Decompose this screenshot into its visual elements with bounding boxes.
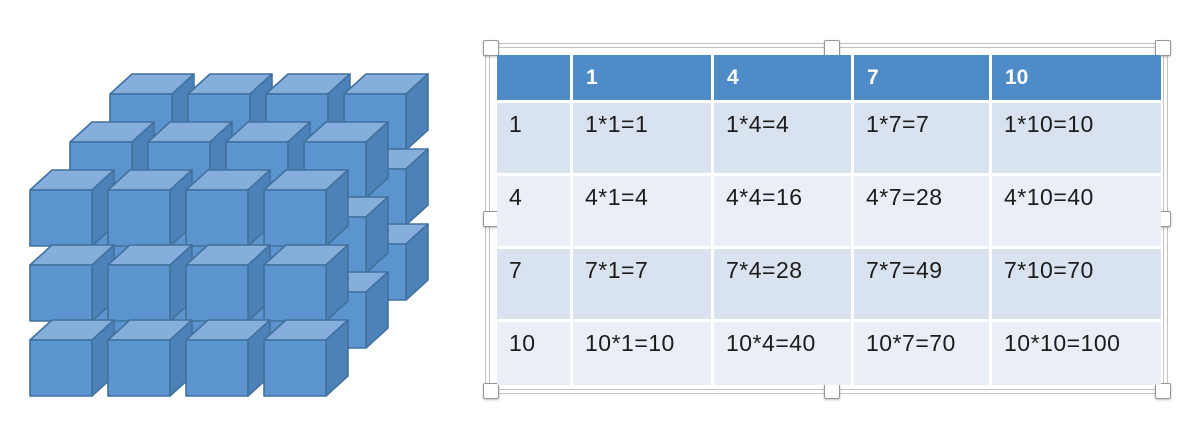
table-cell[interactable]: 4*1=4 — [573, 176, 711, 246]
resize-handle-top-middle[interactable] — [824, 40, 840, 56]
row-label[interactable]: 7 — [497, 249, 570, 319]
resize-handle-bottom-right[interactable] — [1155, 383, 1171, 399]
table-cell[interactable]: 1*7=7 — [854, 103, 989, 173]
resize-handle-top-left[interactable] — [483, 40, 499, 56]
table-header-corner[interactable] — [497, 55, 570, 100]
row-label[interactable]: 1 — [497, 103, 570, 173]
table-cell[interactable]: 10*10=100 — [992, 322, 1161, 385]
table-cell[interactable]: 1*4=4 — [714, 103, 851, 173]
table-cell[interactable]: 7*1=7 — [573, 249, 711, 319]
table-cell[interactable]: 1*10=10 — [992, 103, 1161, 173]
table-cell[interactable]: 4*7=28 — [854, 176, 989, 246]
row-label[interactable]: 10 — [497, 322, 570, 385]
table-cell[interactable]: 10*4=40 — [714, 322, 851, 385]
table-cell[interactable]: 10*7=70 — [854, 322, 989, 385]
table-header-col-1[interactable]: 1 — [573, 55, 711, 100]
multiplication-table: 1 4 7 10 1 1*1=1 1*4=4 1*7=7 1*10=10 4 4… — [497, 55, 1161, 385]
table-header-col-3[interactable]: 7 — [854, 55, 989, 100]
table-cell[interactable]: 7*10=70 — [992, 249, 1161, 319]
table-cell[interactable]: 7*4=28 — [714, 249, 851, 319]
table-cell[interactable]: 4*10=40 — [992, 176, 1161, 246]
resize-handle-top-right[interactable] — [1155, 40, 1171, 56]
table-header-col-4[interactable]: 10 — [992, 55, 1161, 100]
table-header-col-2[interactable]: 4 — [714, 55, 851, 100]
row-label[interactable]: 4 — [497, 176, 570, 246]
table-cell[interactable]: 4*4=16 — [714, 176, 851, 246]
table-cell[interactable]: 10*1=10 — [573, 322, 711, 385]
cubes-graphic[interactable] — [0, 0, 470, 435]
table-cell[interactable]: 7*7=49 — [854, 249, 989, 319]
resize-handle-bottom-left[interactable] — [483, 383, 499, 399]
resize-handle-bottom-middle[interactable] — [824, 383, 840, 399]
table-cell[interactable]: 1*1=1 — [573, 103, 711, 173]
